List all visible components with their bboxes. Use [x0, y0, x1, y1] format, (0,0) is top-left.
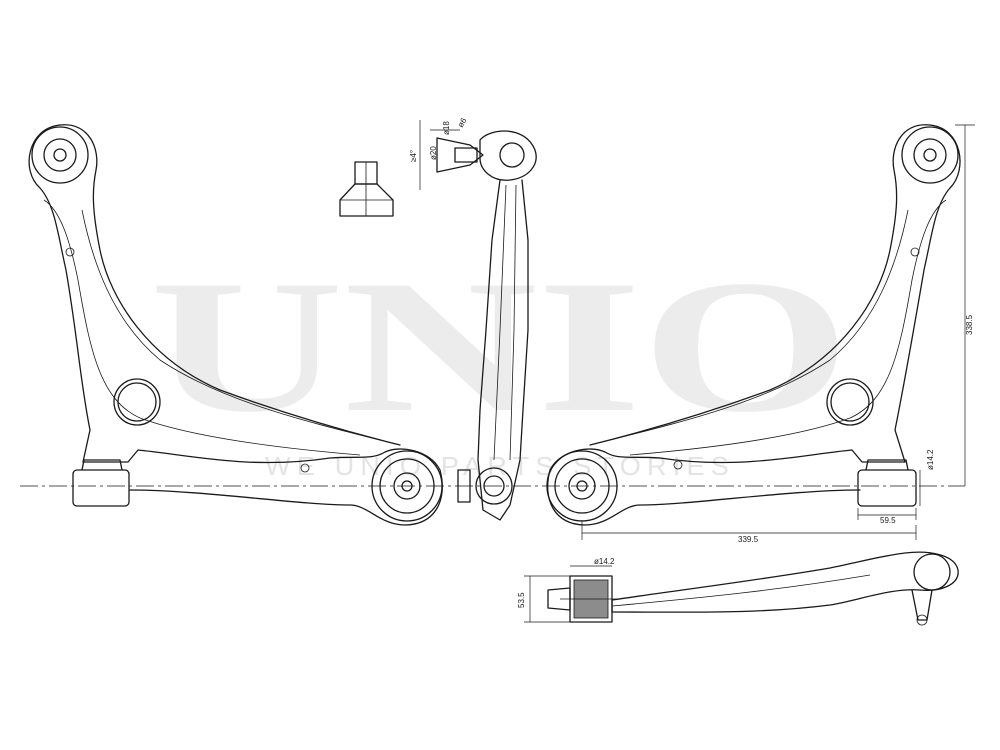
control-arm-bottom-view: ø14.2 53.5	[517, 551, 959, 626]
watermark: UNIO WE UNIO PARTS STORIES	[150, 242, 850, 481]
control-arm-left-view	[28, 124, 443, 526]
bushing-detail	[339, 161, 394, 217]
control-arm-right-view: 338.5 ø14.2 59.5 339.5	[546, 124, 975, 544]
dim-ball-stud-thread: ø6	[456, 116, 469, 129]
dim-ball-stud-diameter: ø20	[429, 146, 438, 160]
dim-taper-angle: ≥4°	[409, 150, 418, 162]
dim-bushing-diameter-bottom: ø14.2	[594, 557, 615, 566]
dim-height: 338.5	[965, 314, 974, 335]
dim-bushing-length: 59.5	[880, 516, 896, 525]
dim-bushing-diameter-right: ø14.2	[926, 449, 935, 470]
dim-ball-stud-small-diameter: ø18	[442, 121, 451, 135]
dim-bushing-height-bottom: 53.5	[517, 592, 526, 608]
watermark-tagline: WE UNIO PARTS STORIES	[265, 451, 735, 481]
dim-span-length: 339.5	[738, 535, 759, 544]
control-arm-side-view: ø18 ø6 ø20 ≥4°	[409, 116, 537, 521]
watermark-brand: UNIO	[150, 242, 850, 452]
